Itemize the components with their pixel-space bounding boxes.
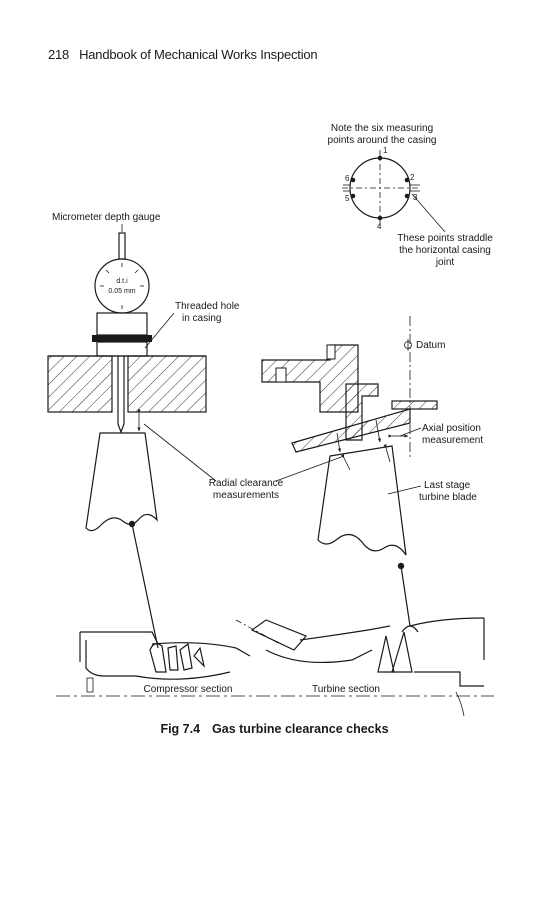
straddle-text-line2: the horizontal casing xyxy=(399,245,491,256)
point-label-6: 6 xyxy=(345,174,350,183)
point-4-dot xyxy=(377,215,383,221)
point-label-2: 2 xyxy=(410,173,415,182)
turbine-shroud xyxy=(291,408,411,453)
turbine-blade xyxy=(317,445,407,556)
point-2-dot xyxy=(404,177,410,183)
radial-label-line2: measurements xyxy=(213,490,279,501)
gauge-base xyxy=(96,341,148,357)
casing-left xyxy=(47,355,113,413)
straddle-text-line1: These points straddle xyxy=(397,233,493,244)
radial-label-line1: Radial clearance xyxy=(209,478,284,489)
radial-clearance-detail: Micrometer depth gauge d.t.i 0.05 mm Thr… xyxy=(47,212,240,649)
page-header: 218 Handbook of Mechanical Works Inspecti… xyxy=(48,47,318,62)
straddle-leader xyxy=(411,193,446,233)
figure-title: Gas turbine clearance checks xyxy=(212,722,389,736)
note-text-line1: Note the six measuring xyxy=(331,123,433,134)
gauge-stem xyxy=(118,232,126,260)
gauge-body xyxy=(96,312,148,336)
point-3-dot xyxy=(404,193,410,199)
page-number: 218 xyxy=(48,47,70,62)
axial-label-line2: measurement xyxy=(422,435,483,446)
casing-right xyxy=(127,355,207,413)
radial-leader-right xyxy=(275,455,345,482)
point-label-4: 4 xyxy=(377,222,382,231)
axial-label-line1: Axial position xyxy=(422,423,481,434)
note-text-line2: points around the casing xyxy=(328,135,437,146)
point-label-1: 1 xyxy=(383,146,388,155)
point-5-dot xyxy=(350,193,356,199)
book-title: Handbook of Mechanical Works Inspection xyxy=(79,47,318,62)
threaded-adapter xyxy=(92,335,152,342)
dial-text-line2: 0.05 mm xyxy=(108,288,135,295)
compressor-leader xyxy=(131,523,159,649)
figure-caption: Fig 7.4 Gas turbine clearance checks xyxy=(0,722,549,736)
threaded-label-line2: in casing xyxy=(182,313,221,324)
datum-label: Datum xyxy=(416,340,445,351)
dial-text-line1: d.t.i xyxy=(116,278,128,285)
turbine-leader xyxy=(400,565,411,627)
axial-position-detail: Datum Axial position measurement Last st… xyxy=(261,316,483,627)
radial-leader-left xyxy=(143,423,217,482)
turbine-cross-section: Compressor section Turbine section xyxy=(56,617,494,717)
threaded-label-line1: Threaded hole xyxy=(175,301,240,312)
compressor-blade xyxy=(85,432,158,532)
measuring-points-diagram: Note the six measuring points around the… xyxy=(328,123,494,268)
micrometer-label: Micrometer depth gauge xyxy=(52,212,161,223)
point-label-5: 5 xyxy=(345,194,350,203)
point-6-dot xyxy=(350,177,356,183)
last-stage-label-line2: turbine blade xyxy=(419,492,477,503)
figure-number: Fig 7.4 xyxy=(160,722,201,736)
last-stage-label-line1: Last stage xyxy=(424,480,471,491)
point-1-dot xyxy=(377,155,383,161)
turbine-section-label: Turbine section xyxy=(312,684,380,695)
straddle-text-line3: joint xyxy=(435,257,455,268)
combustor-icon xyxy=(250,619,308,651)
compressor-section-label: Compressor section xyxy=(144,684,233,695)
